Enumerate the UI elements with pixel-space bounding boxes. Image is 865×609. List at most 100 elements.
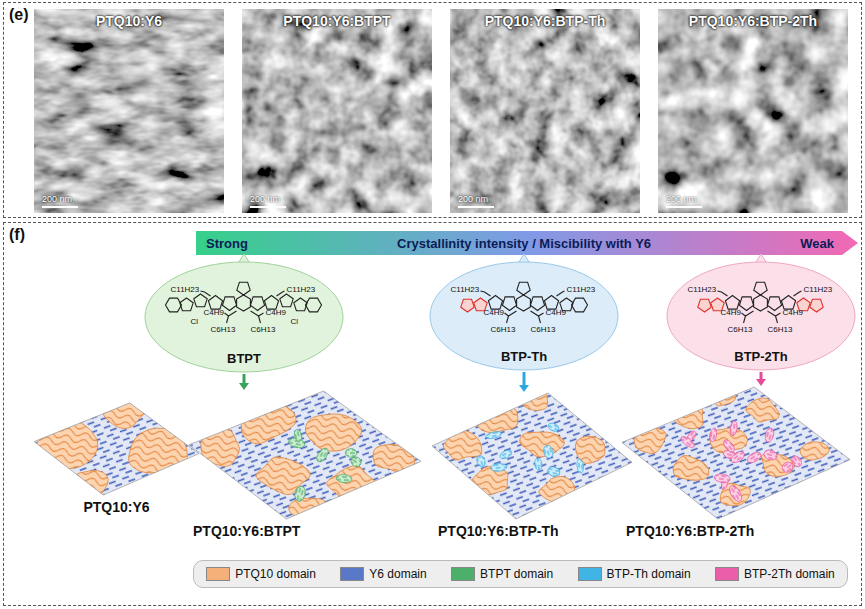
morphology-illustration xyxy=(189,391,421,519)
legend-text: Y6 domain xyxy=(369,567,426,581)
additive-domain xyxy=(542,444,554,459)
ring xyxy=(698,299,711,312)
tem-texture xyxy=(34,9,224,213)
image-label: PTQ10:Y6:BTP-2Th xyxy=(689,13,817,29)
ring xyxy=(166,298,182,312)
atom-label: C6H13 xyxy=(531,325,556,334)
ptq10-domain xyxy=(475,404,518,432)
legend-text: BTPT domain xyxy=(480,567,553,581)
ring xyxy=(754,282,767,295)
scale-end-label: Strong xyxy=(206,236,248,251)
additive-domain xyxy=(345,448,357,457)
tem-texture xyxy=(450,9,640,213)
bond xyxy=(776,316,778,323)
additive-domain xyxy=(679,435,696,450)
bond xyxy=(227,316,229,323)
tem-texture xyxy=(34,9,224,213)
legend-swatch xyxy=(451,567,475,581)
legend-swatch xyxy=(715,567,739,581)
blend-label: PTQ10:Y6:BTPT xyxy=(193,523,300,539)
atom-label: C6H13 xyxy=(251,325,276,334)
film-outline xyxy=(432,393,632,519)
morphology-sketch: PTQ10:Y6:BTP-Th xyxy=(432,393,632,541)
ptq10-domain xyxy=(241,404,296,444)
arrow-head xyxy=(239,383,249,390)
scale-label: 200 nm xyxy=(666,194,696,204)
ptq10-domain xyxy=(634,428,666,454)
additive-domain xyxy=(547,422,560,433)
ptq10-domain xyxy=(201,427,240,467)
additive-domain xyxy=(534,458,543,471)
ring xyxy=(544,296,558,310)
legend-text: PTQ10 domain xyxy=(235,567,316,581)
morphology-illustration xyxy=(622,387,850,519)
additive-domain xyxy=(293,429,303,442)
additive-domain xyxy=(722,438,737,454)
ring xyxy=(810,299,823,312)
additive-domain xyxy=(714,473,731,484)
tem-image: PTQ10:Y6:BTP-2Th 200 nm xyxy=(658,9,848,213)
shape xyxy=(189,391,421,521)
bond xyxy=(557,291,565,296)
panel-letter: (e) xyxy=(9,6,29,24)
legend-swatch xyxy=(578,567,602,581)
additive-domain xyxy=(336,474,352,483)
atom-label: C6H13 xyxy=(728,325,753,334)
additive-domain xyxy=(293,485,306,502)
connector-line xyxy=(760,372,763,380)
morphology-illustration xyxy=(34,403,199,495)
additive-domain xyxy=(490,463,507,472)
additive-domain xyxy=(746,450,763,465)
additive-domain xyxy=(709,427,718,442)
blend-label: PTQ10:Y6 xyxy=(83,499,149,515)
ring xyxy=(502,297,516,311)
legend-item: PTQ10 domain xyxy=(206,567,316,581)
panel-letter: (f) xyxy=(9,226,25,244)
ring xyxy=(237,282,250,295)
y6-domain xyxy=(432,393,632,519)
legend-swatch xyxy=(206,567,230,581)
arrow-head xyxy=(756,379,766,386)
legend-text: BTP-Th domain xyxy=(607,567,691,581)
scale-label: 200 nm xyxy=(250,194,280,204)
atom-label: C4H9 xyxy=(783,308,803,317)
atom-label: C11H23 xyxy=(804,285,833,294)
bond xyxy=(794,291,802,296)
atom-label: C4H9 xyxy=(204,308,224,317)
film-outline xyxy=(189,391,421,519)
additive-domain xyxy=(547,466,561,478)
tem-texture xyxy=(242,9,432,213)
legend-item: Y6 domain xyxy=(340,567,426,581)
additive-domain xyxy=(485,430,502,440)
atom-label: C11H23 xyxy=(688,285,717,294)
ring xyxy=(517,295,531,311)
ptq10-domain xyxy=(443,429,482,460)
scale-bar xyxy=(458,206,494,208)
atom-label: C6H13 xyxy=(211,325,236,334)
connector-line xyxy=(243,374,246,384)
connector-arrow xyxy=(519,372,529,392)
ptq10-domain xyxy=(789,483,814,503)
ptq10-domain xyxy=(539,476,575,504)
connector-arrow xyxy=(239,374,249,390)
ptq10-domain xyxy=(35,421,98,469)
tem-texture xyxy=(242,9,432,213)
tem-image: PTQ10:Y6200 nm xyxy=(34,9,224,213)
ptq10-domain xyxy=(710,428,748,453)
atom-label: C4H9 xyxy=(484,308,504,317)
ptq10-domain xyxy=(520,432,565,457)
atom-label: Cl xyxy=(191,317,199,326)
bond xyxy=(225,311,237,316)
tem-texture xyxy=(658,9,848,213)
atom-label: C4H9 xyxy=(546,308,566,317)
bond xyxy=(531,311,544,316)
image-label: PTQ10:Y6:BTPT xyxy=(283,13,390,29)
bond xyxy=(539,316,541,323)
bond xyxy=(768,311,781,316)
molecule-bubble: BTP-ThC11H23C11H23C4H9C4H9C6H13C6H13 xyxy=(429,261,619,371)
ring xyxy=(294,298,307,311)
bubble-shape xyxy=(430,262,618,370)
morphology-sketch: PTQ10:Y6:BTPT xyxy=(189,391,421,541)
morphology-sketch: PTQ10:Y6:BTP-2Th xyxy=(622,387,850,541)
